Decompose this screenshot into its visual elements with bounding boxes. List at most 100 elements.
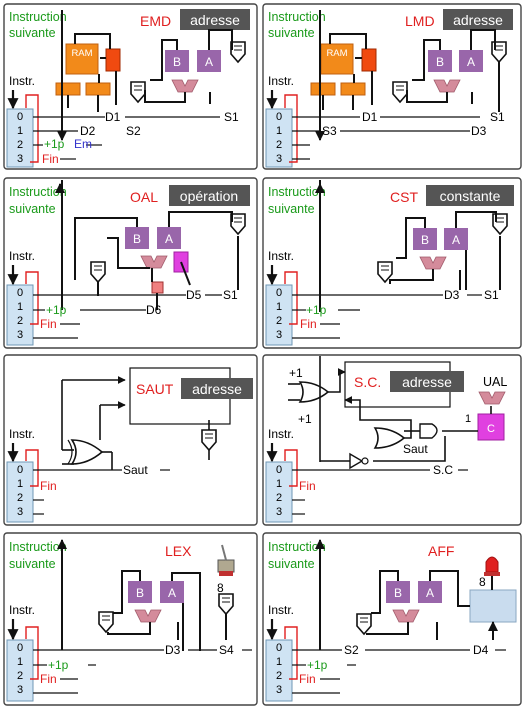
- opcode-title: SAUT: [136, 381, 174, 397]
- operand-box: [180, 9, 250, 30]
- inverter-icon: [349, 452, 364, 470]
- next-instruction-line1: Instruction: [9, 185, 67, 199]
- step-0: 0: [17, 111, 23, 123]
- register-b-label: B: [394, 586, 402, 600]
- fin-label: Fin: [299, 479, 316, 493]
- step-2: 2: [276, 139, 282, 151]
- opcode-title: CST: [390, 189, 418, 205]
- register-b: [413, 228, 437, 250]
- address-register: [105, 48, 121, 72]
- instr-label: Instr.: [268, 603, 294, 617]
- next-instruction-line2: suivante: [9, 557, 56, 571]
- step-2: 2: [17, 492, 23, 504]
- signal-saut: Saut: [403, 442, 428, 456]
- operand-label: adresse: [453, 12, 503, 28]
- step-counter: [265, 461, 293, 523]
- step-0: 0: [17, 464, 23, 476]
- mux-icon-b: [356, 613, 372, 635]
- ram-buffer-right: [85, 82, 111, 96]
- register-a: [418, 581, 442, 603]
- signal-d3: D3: [444, 288, 460, 302]
- fin-label: Fin: [40, 672, 57, 686]
- operand-box: [426, 185, 514, 206]
- step-1: 1: [276, 301, 282, 313]
- step-3: 3: [17, 329, 23, 341]
- mux-icon: [201, 429, 217, 451]
- opcode-title: LEX: [165, 543, 192, 559]
- register-a-label: A: [205, 55, 213, 69]
- opcode-title: S.C.: [354, 374, 381, 390]
- alu-icon: [134, 609, 162, 623]
- opcode-title: OAL: [130, 189, 158, 205]
- register-a: [459, 50, 483, 72]
- fin-label: Fin: [300, 317, 317, 331]
- operand-label: constante: [440, 188, 501, 204]
- carry-label: C: [487, 423, 495, 435]
- mux-icon-b: [90, 261, 106, 283]
- step-3: 3: [276, 684, 282, 696]
- next-instruction-line2: suivante: [9, 26, 56, 40]
- step-1: 1: [17, 656, 23, 668]
- output-register: [469, 589, 517, 623]
- bit-one-label: 1: [465, 413, 471, 425]
- plus-one-b: +1: [298, 412, 312, 426]
- next-instruction-line1: Instruction: [268, 185, 326, 199]
- panel-oal: Instruction suivante OAL opération B A 0…: [6, 180, 250, 346]
- ram-buffer-left: [55, 82, 81, 96]
- register-a-label: A: [467, 55, 475, 69]
- step-3: 3: [276, 329, 282, 341]
- register-a-label: A: [452, 233, 460, 247]
- toggle-switch-icon: [217, 559, 235, 573]
- step-counter: [265, 639, 293, 702]
- panel-emd: Instruction suivante EMD adresse RAM B A: [6, 9, 250, 168]
- register-a: [444, 228, 468, 250]
- panel-frames: [3, 3, 522, 706]
- operand-box: [181, 378, 253, 399]
- ram-buffer-left: [310, 82, 336, 96]
- step-counter: [6, 284, 34, 346]
- step-3: 3: [17, 506, 23, 518]
- mux-icon: [230, 213, 246, 235]
- panel-lex: Instruction suivante LEX 8 B A 0 1 2 3 I…: [6, 539, 252, 702]
- and-gate-icon: [419, 423, 438, 439]
- next-instruction-line2: suivante: [9, 202, 56, 216]
- address-register: [361, 48, 377, 72]
- step-counter: [6, 639, 34, 702]
- step-3: 3: [17, 153, 23, 165]
- instr-label: Instr.: [9, 74, 35, 88]
- panel-saut: SAUT adresse 0 1 2 3 Instr.: [6, 367, 253, 523]
- operand-label: adresse: [190, 12, 240, 28]
- panel-sc: S.C. adresse UAL C 1 +1 +1: [265, 356, 507, 523]
- register-b: [428, 50, 452, 72]
- alu-icon: [171, 79, 199, 93]
- register-b: [165, 50, 189, 72]
- instr-label: Instr.: [268, 427, 294, 441]
- register-a-label: A: [426, 586, 434, 600]
- step-2: 2: [17, 315, 23, 327]
- alu-op-selector: [151, 281, 164, 294]
- panel-lmd: Instruction suivante LMD adresse RAM B A: [265, 9, 513, 168]
- opcode-title: LMD: [405, 13, 435, 29]
- plus-1p: +1p: [44, 137, 65, 151]
- signal-saut: Saut: [123, 463, 148, 477]
- signal-s2: S2: [126, 124, 141, 138]
- instr-label: Instr.: [268, 74, 294, 88]
- opcode-title: EMD: [140, 13, 171, 29]
- step-3: 3: [17, 684, 23, 696]
- step-2: 2: [276, 670, 282, 682]
- plus-1p: +1p: [306, 303, 327, 317]
- step-counter: [265, 108, 293, 168]
- alu-icon: [392, 609, 420, 623]
- register-b-label: B: [436, 55, 444, 69]
- register-b-label: B: [421, 233, 429, 247]
- signal-d4: D4: [473, 643, 489, 657]
- signal-d2: D2: [80, 124, 96, 138]
- next-instruction-line1: Instruction: [9, 10, 67, 24]
- bus-width-label: 8: [479, 575, 486, 589]
- step-2: 2: [276, 315, 282, 327]
- ram-label: RAM: [326, 48, 347, 59]
- led-icon: [485, 556, 499, 573]
- instr-label: Instr.: [9, 427, 35, 441]
- signal-s1: S1: [484, 288, 499, 302]
